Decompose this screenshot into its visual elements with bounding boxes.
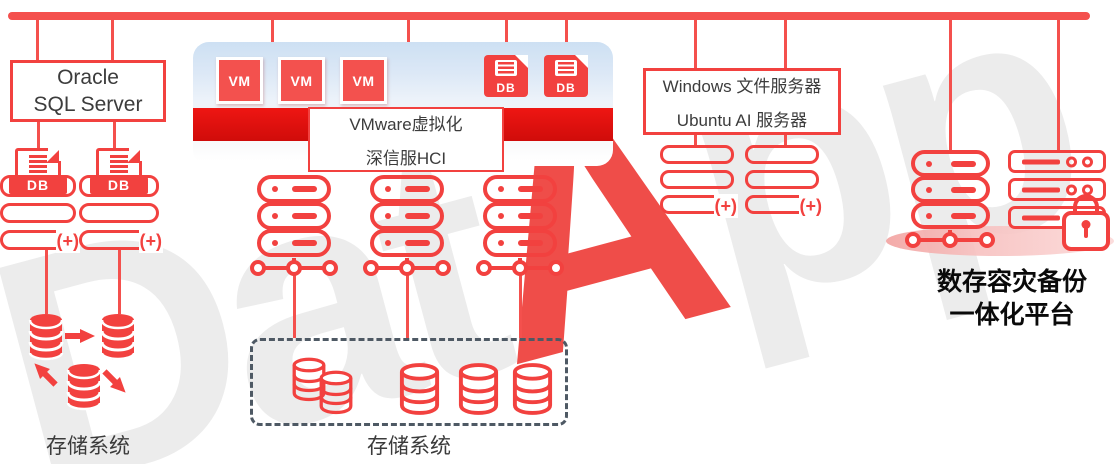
storage-pool-box (250, 338, 568, 426)
connector-line (565, 20, 568, 58)
connector-line (406, 272, 409, 338)
page-fold-icon (575, 55, 588, 68)
database-cylinder-icon (510, 360, 555, 417)
db-file-icon: DB (484, 55, 528, 97)
connector-line (784, 20, 787, 47)
expand-icon: (+) (798, 194, 823, 218)
server-bar (79, 203, 159, 223)
windows-file-server-label: Windows 文件服务器 (662, 77, 822, 96)
page-fold-icon (127, 150, 140, 163)
vm-label: VM (352, 72, 375, 89)
platform-title-line1: 数存容灾备份 (936, 268, 1087, 296)
vm-icon: VM (278, 57, 325, 104)
db-badge: DB (9, 177, 67, 194)
server-stack-icon (483, 175, 557, 257)
expand-icon: (+) (138, 229, 163, 253)
db-file-icon (96, 148, 142, 178)
server-bar (745, 145, 819, 164)
server-stack-icon (370, 175, 444, 257)
vmware-hci-label-box: VMware虚拟化 深信服HCI (308, 107, 504, 172)
lock-icon (1062, 194, 1110, 252)
db-badge: DB (496, 81, 516, 95)
sqlserver-label: SQL Server (33, 93, 143, 116)
connector-line (36, 20, 39, 61)
vm-label: VM (228, 72, 251, 89)
replication-arrow-right-icon (64, 328, 96, 344)
platform-title-line2: 一体化平台 (949, 301, 1075, 329)
connector-line (45, 250, 48, 314)
connector-line (694, 20, 697, 47)
network-node-line (905, 230, 995, 248)
platform-title: 数存容灾备份 一体化平台 (903, 266, 1119, 332)
vm-icon: VM (216, 57, 263, 104)
server-bar (745, 170, 819, 189)
connector-line (293, 272, 296, 338)
network-node-line (476, 258, 564, 276)
connector-line (113, 122, 116, 148)
database-cylinder-icon (397, 360, 442, 417)
connector-line (519, 272, 522, 338)
server-bar-expand: (+) (660, 194, 738, 218)
hci-label: 深信服HCI (365, 149, 447, 168)
oracle-label: Oracle (57, 66, 119, 89)
connector-line (949, 20, 952, 152)
server-bar-expand: (+) (0, 229, 80, 253)
db-badge: DB (556, 81, 576, 95)
database-cylinder-icon (66, 362, 102, 412)
page-fold-icon (46, 150, 59, 163)
server-bar-expand: (+) (79, 229, 163, 253)
server-bar-expand: (+) (745, 194, 823, 218)
database-cylinder-icon (28, 312, 64, 362)
network-node-line (363, 258, 451, 276)
storage-system-label-left: 存储系统 (46, 435, 130, 458)
network-bus-bar (8, 12, 1090, 20)
expand-icon: (+) (55, 229, 80, 253)
server-stack-icon (257, 175, 331, 257)
expand-icon: (+) (713, 194, 738, 218)
network-node-line (250, 258, 338, 276)
connector-line (505, 20, 508, 58)
vmware-label: VMware虚拟化 (349, 115, 463, 134)
connector-line (1057, 20, 1060, 152)
db-lines-icon (558, 62, 574, 74)
server-bar (660, 170, 734, 189)
connector-line (118, 250, 121, 314)
storage-system-label-middle: 存储系统 (367, 435, 451, 458)
backup-server-stack-icon (911, 150, 990, 229)
database-cylinder-icon (456, 360, 501, 417)
database-cylinder-icon (100, 312, 136, 362)
secure-server-rack-icon (1008, 150, 1106, 234)
db-badge: DB (90, 177, 148, 194)
connector-line (111, 20, 114, 61)
connector-line (37, 122, 40, 148)
db-file-icon: DB (544, 55, 588, 97)
database-cylinder-icon (314, 369, 358, 415)
server-bar (0, 203, 76, 223)
vm-icon: VM (340, 57, 387, 104)
db-lines-icon (498, 62, 514, 74)
oracle-sqlserver-box: Oracle SQL Server (10, 60, 166, 122)
page-fold-icon (515, 55, 528, 68)
server-bar (660, 145, 734, 164)
db-lines-icon (110, 155, 128, 173)
db-lines-icon (29, 155, 47, 173)
vm-label: VM (290, 72, 313, 89)
windows-ubuntu-box: Windows 文件服务器 Ubuntu AI 服务器 (643, 68, 841, 135)
db-file-icon (15, 148, 61, 178)
ubuntu-ai-server-label: Ubuntu AI 服务器 (676, 111, 808, 130)
